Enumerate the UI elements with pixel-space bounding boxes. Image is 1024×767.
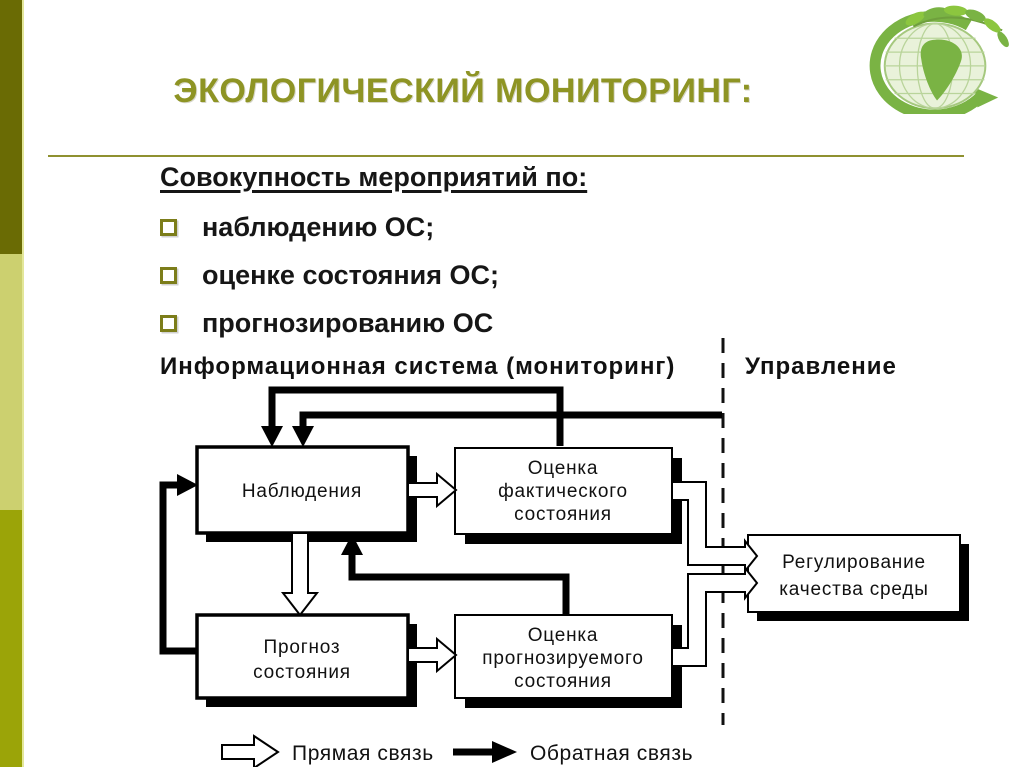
legend-direct-label: Прямая связь [292, 742, 434, 765]
eco-globe-logo [869, 5, 1009, 114]
svg-text:Наблюдения: Наблюдения [242, 481, 362, 502]
globe-continent [920, 39, 962, 101]
bullet-text: наблюдению ОС; [202, 211, 435, 242]
legend: Прямая связь Обратная связь [221, 734, 693, 767]
svg-text:прогнозируемого: прогнозируемого [482, 648, 643, 669]
direct-arrow-observations-to-forecast [280, 532, 320, 617]
diagram-right-header: Управление [745, 353, 897, 380]
box-state-forecast: Прогноз состояния [195, 613, 417, 707]
diagram-left-header: Информационная система (мониторинг) [160, 353, 675, 380]
bullet-list: наблюдению ОС; оценке состояния ОС; прог… [160, 203, 587, 347]
feedback-connector-bottom [341, 534, 570, 614]
sidebar-accent-bar [0, 0, 24, 767]
feedback-connector-top-inner [292, 411, 722, 447]
list-item: наблюдению ОС; [160, 203, 587, 251]
bullet-text: прогнозированию ОС [202, 307, 494, 338]
sidebar-segment-middle [0, 254, 22, 510]
sidebar-segment-top [0, 0, 22, 254]
square-bullet-icon [160, 266, 177, 284]
svg-text:Оценка: Оценка [528, 458, 599, 479]
box-environment-quality-regulation: Регулирование качества среды [747, 534, 969, 621]
feedback-connector-left [159, 474, 198, 655]
bullet-text: оценке состояния ОС; [202, 259, 500, 290]
svg-text:Оценка: Оценка [528, 625, 599, 646]
svg-text:Прогноз: Прогноз [264, 637, 341, 658]
list-item: прогнозированию ОС [160, 299, 587, 347]
slide-title: ЭКОЛОГИЧЕСКИЙ МОНИТОРИНГ: [173, 72, 753, 110]
svg-text:качества среды: качества среды [779, 579, 928, 600]
swoosh-arrowhead [974, 87, 999, 108]
svg-text:Регулирование: Регулирование [782, 552, 926, 573]
direct-arrow-forecast-to-forecast-assessment [407, 636, 458, 674]
title-divider-line [48, 155, 964, 157]
list-item: оценке состояния ОС; [160, 251, 587, 299]
leaf-branch [905, 5, 1009, 48]
intro-block: Совокупность мероприятий по: наблюдению … [160, 162, 587, 347]
direct-arrow-observations-to-actual [407, 471, 458, 509]
monitoring-diagram: Информационная система (мониторинг) Упра… [159, 338, 969, 767]
box-actual-state-assessment: Оценка фактического состояния [454, 447, 682, 544]
legend-direct-arrow-icon [221, 734, 280, 767]
sidebar-segment-bottom [0, 510, 22, 767]
sidebar-highlight-edge [22, 0, 24, 767]
square-bullet-icon [160, 218, 177, 236]
box-forecast-state-assessment: Оценка прогнозируемого состояния [454, 614, 682, 708]
direct-arrow-actual-to-regulation [671, 481, 759, 574]
square-bullet-icon [160, 314, 177, 332]
intro-heading: Совокупность мероприятий по: [160, 162, 588, 192]
box-observations: Наблюдения [195, 445, 417, 542]
svg-text:фактического: фактического [498, 481, 628, 502]
svg-text:состояния: состояния [514, 504, 612, 525]
svg-text:состояния: состояния [514, 671, 612, 692]
svg-text:состояния: состояния [253, 662, 351, 683]
direct-arrow-forecast-assessment-to-regulation [671, 565, 759, 667]
legend-feedback-arrowhead [492, 741, 517, 763]
legend-feedback-label: Обратная связь [530, 742, 693, 765]
